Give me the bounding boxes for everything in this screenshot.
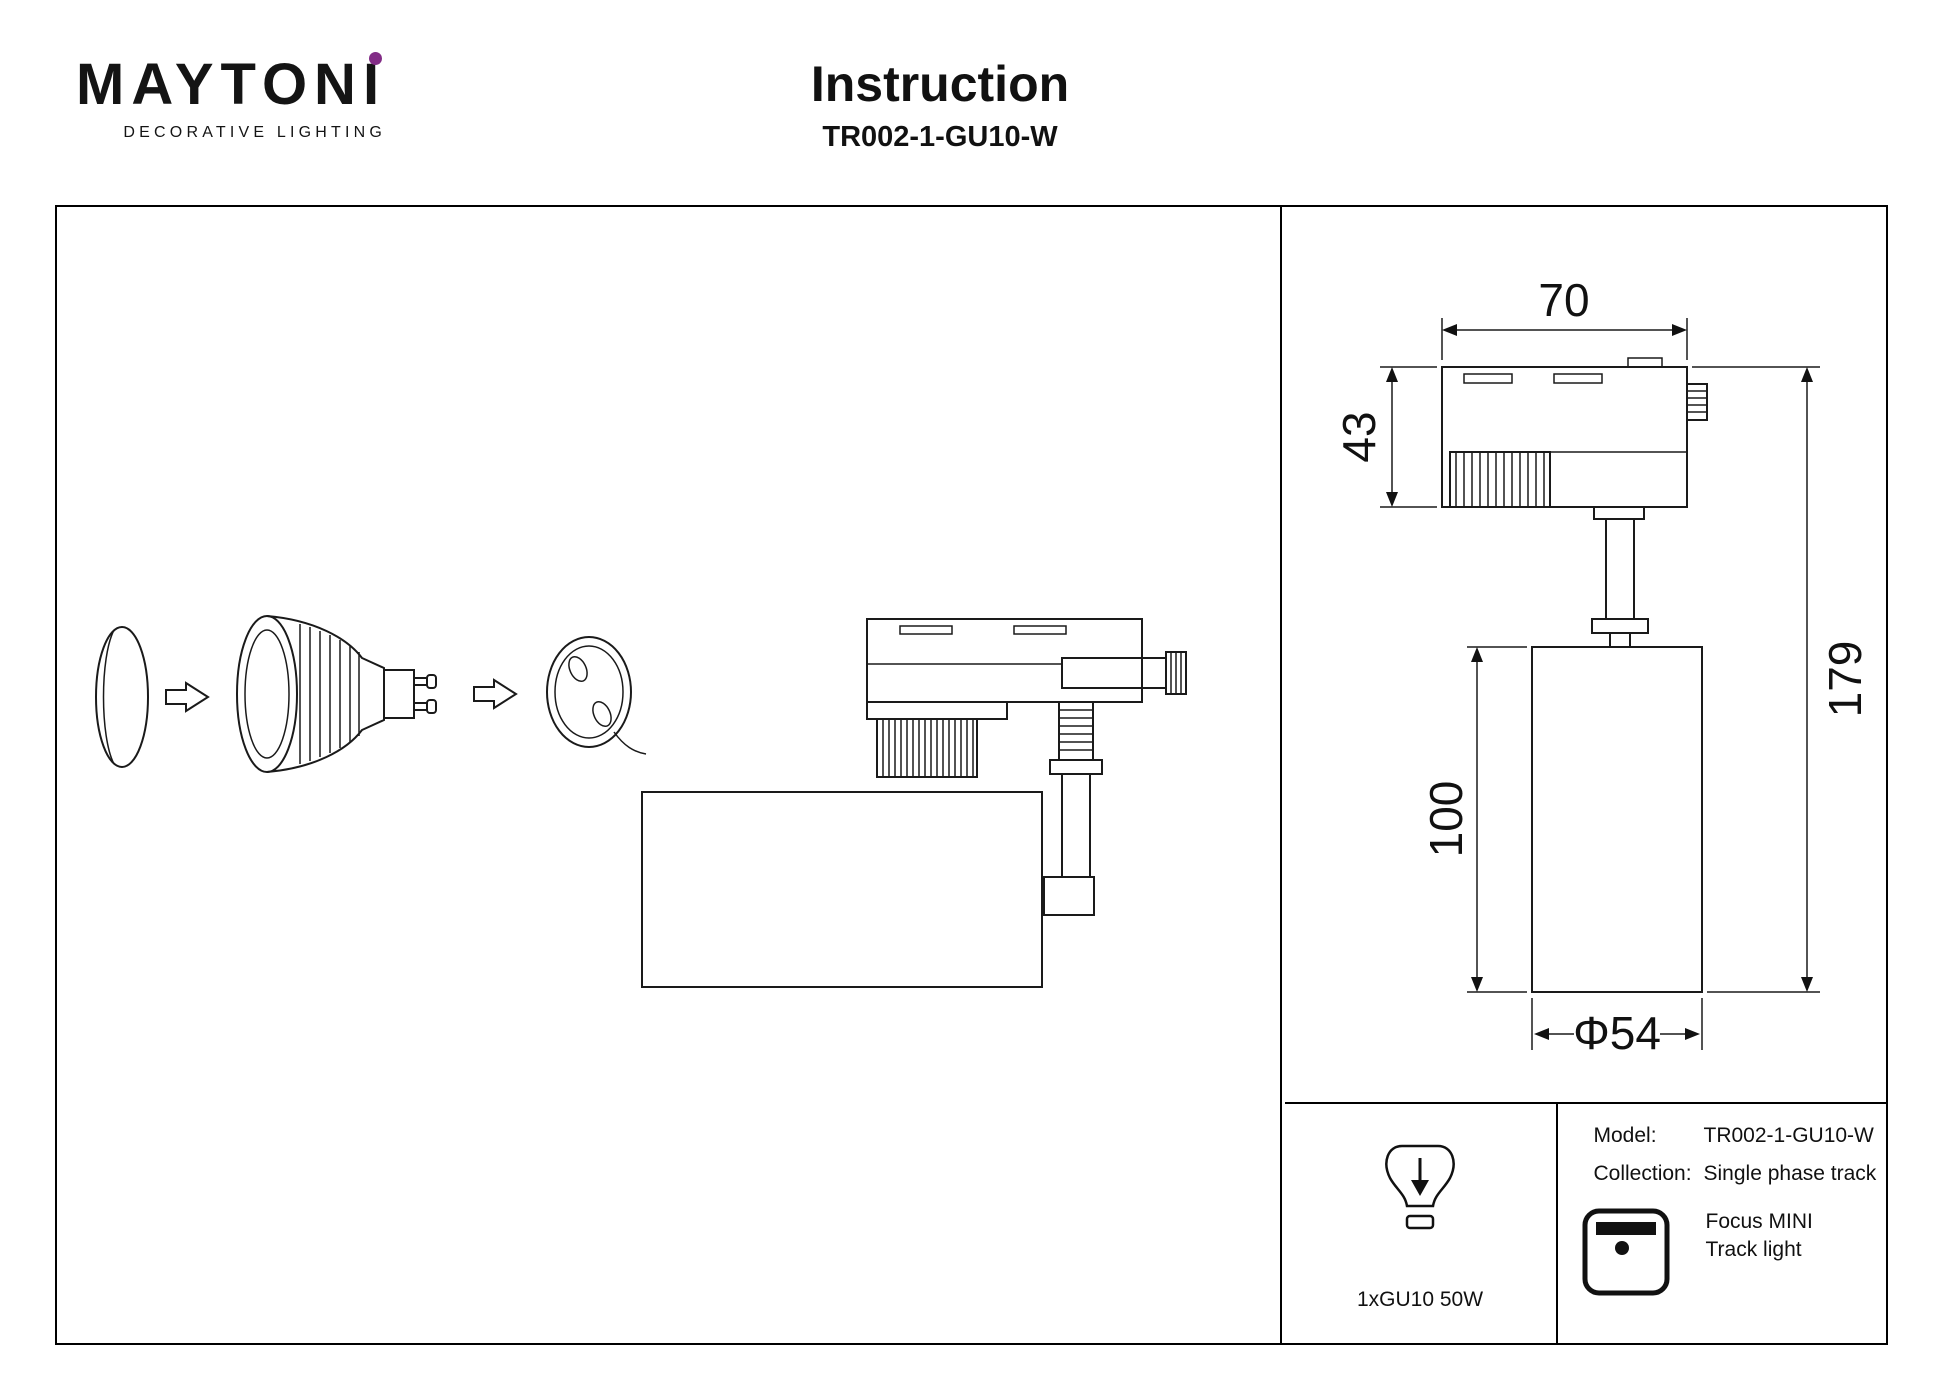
- title-block: Instruction TR002-1-GU10-W: [811, 55, 1069, 154]
- bulb-icon: [1385, 1144, 1455, 1230]
- stem-front: [1591, 506, 1649, 648]
- track-adapter-front: [1441, 357, 1708, 508]
- exploded-view-drawing: [95, 615, 1187, 988]
- dim-label-diameter: Φ54: [1573, 1007, 1661, 1059]
- product-name-line2: Track light: [1705, 1238, 1802, 1261]
- lamp-spec: 1xGU10 50W: [1356, 1288, 1484, 1311]
- dimension-drawing: 70 43 179 100: [1333, 274, 1871, 1059]
- brand-logo: MAYTONI DECORATIVE LIGHTING: [76, 52, 387, 142]
- arrow-right-icon: [473, 678, 518, 710]
- dim-adapter-width: 70: [1441, 274, 1688, 360]
- collection-value: Single phase track: [1703, 1162, 1877, 1185]
- dim-body-diameter: Φ54: [1531, 998, 1703, 1059]
- dim-label-43: 43: [1333, 411, 1385, 462]
- brand-logo-text: MAYTONI: [76, 52, 387, 117]
- brand-tagline: DECORATIVE LIGHTING: [123, 124, 387, 141]
- spec-strip: 1xGU10 50W Model: TR002-1-GU10-W Collect…: [1284, 1102, 1887, 1343]
- assembly-diagram-panel: [57, 207, 1282, 1343]
- model-value: TR002-1-GU10-W: [1703, 1124, 1874, 1147]
- dim-label-100: 100: [1420, 781, 1472, 858]
- lamp-spec-cell: 1xGU10 50W: [1285, 1104, 1558, 1343]
- lamp-body-side: [641, 791, 1043, 988]
- product-info-cell: Model: TR002-1-GU10-W Collection: Single…: [1558, 1104, 1887, 1343]
- track-light-icon: [1582, 1208, 1669, 1296]
- model-number-title: TR002-1-GU10-W: [822, 121, 1058, 153]
- glass-lens: [95, 626, 149, 768]
- logo-dot-icon: [369, 52, 383, 65]
- product-name-line1: Focus MINI: [1705, 1210, 1813, 1233]
- track-adapter-side: [866, 618, 1187, 916]
- lamp-body-front: [1531, 646, 1703, 993]
- dim-adapter-height: 43: [1333, 366, 1437, 508]
- model-label: Model:: [1593, 1124, 1657, 1147]
- dim-label-179: 179: [1819, 641, 1871, 718]
- dim-overall-height: 179: [1692, 366, 1871, 993]
- dim-body-height: 100: [1420, 646, 1527, 993]
- gu10-lamp: [236, 615, 437, 773]
- page-title: Instruction: [810, 56, 1070, 112]
- gu10-socket: [546, 636, 647, 755]
- arrow-right-icon: [165, 681, 210, 713]
- collection-label: Collection:: [1593, 1162, 1692, 1185]
- product-name: Focus MINI Track light: [1706, 1208, 1813, 1264]
- dim-label-70: 70: [1538, 274, 1589, 326]
- instruction-sheet: 70 43 179 100: [55, 205, 1888, 1345]
